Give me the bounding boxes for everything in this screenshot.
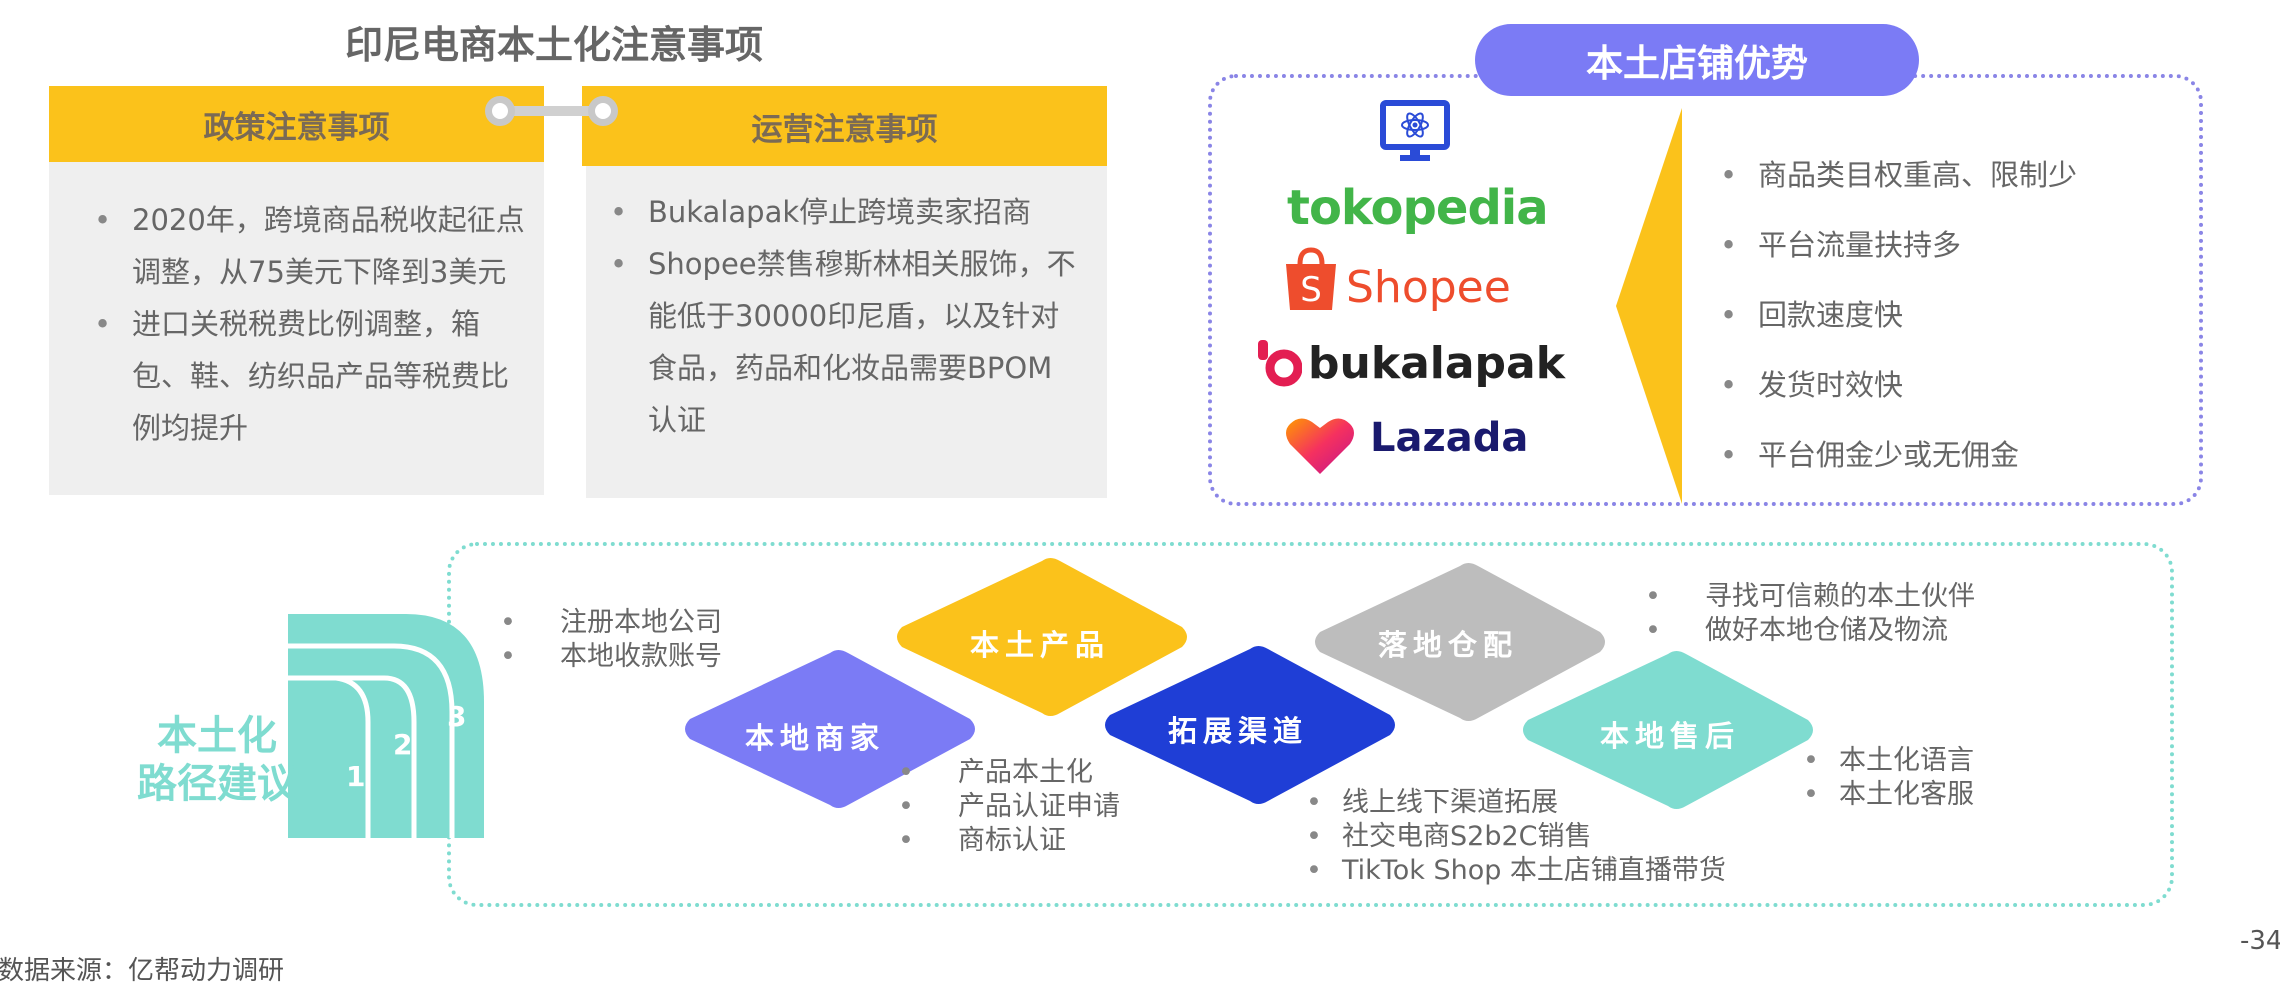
list-item: TikTok Shop 本土店铺直播带货 <box>1306 854 1726 888</box>
list-item: 本土化语言 <box>1803 744 1974 778</box>
advantages-list-wrap: 商品类目权重高、限制少 平台流量扶持多 回款速度快 发货时效快 平台佣金少或无佣… <box>1720 140 2077 490</box>
list-item: 商标认证 <box>898 824 1120 858</box>
operation-panel: Bukalapak停止跨境卖家招商 Shopee禁售穆斯林相关服饰，不能低于30… <box>586 166 1107 498</box>
list-item: 本地收款账号 <box>500 640 722 674</box>
list-item: 产品认证申请 <box>898 790 1120 824</box>
diamond-aftersale <box>1523 651 1813 809</box>
list-item: 回款速度快 <box>1720 280 2077 350</box>
step-merchant-label: 本地商家 <box>745 721 886 755</box>
policy-heading-label: 政策注意事项 <box>203 109 390 146</box>
list-item: 商品类目权重高、限制少 <box>1720 140 2077 210</box>
list-item: 线上线下渠道拓展 <box>1306 786 1726 820</box>
diamond-warehouse <box>1315 563 1605 721</box>
path-title: 本土化 路径建议 <box>132 712 302 808</box>
list-item: 本土化客服 <box>1803 778 1974 812</box>
list-item: 寻找可信赖的本土伙伴 <box>1645 580 1975 614</box>
binder-clip-right <box>588 96 618 126</box>
path-title-line1: 本土化 <box>157 713 277 759</box>
road-number-1: 1 <box>346 760 366 793</box>
advantages-arrow <box>1616 108 1682 504</box>
step-aftersale-label: 本地售后 <box>1600 719 1741 753</box>
list-item: 发货时效快 <box>1720 350 2077 420</box>
list-item: 进口关税税费比例调整，箱包、鞋、纺织品产品等税费比例均提升 <box>94 298 534 454</box>
policy-list: 2020年，跨境商品税收起征点调整，从75美元下降到3美元 进口关税税费比例调整… <box>94 194 534 454</box>
advantages-title-label: 本土店铺优势 <box>1586 42 1808 85</box>
merchant-list: 注册本地公司 本地收款账号 <box>500 606 722 674</box>
list-item: Bukalapak停止跨境卖家招商 <box>610 186 1080 238</box>
page-title: 印尼电商本土化注意事项 <box>345 23 764 67</box>
policy-panel: 2020年，跨境商品税收起征点调整，从75美元下降到3美元 进口关税税费比例调整… <box>49 162 544 495</box>
advantages-title: 本土店铺优势 <box>1475 24 1919 96</box>
bukalapak-logo: bukalapak <box>1308 338 1565 389</box>
svg-text:S: S <box>1300 270 1322 310</box>
policy-heading: 政策注意事项 <box>49 86 544 162</box>
step-channel-label: 拓展渠道 <box>1168 714 1309 748</box>
list-item: 社交电商S2b2C销售 <box>1306 820 1726 854</box>
source-note: 数据来源：亿帮动力调研 <box>0 956 285 986</box>
warehouse-list: 寻找可信赖的本土伙伴 做好本地仓储及物流 <box>1645 580 1975 648</box>
list-item: 注册本地公司 <box>500 606 722 640</box>
road-icon <box>288 614 484 838</box>
list-item: 做好本地仓储及物流 <box>1645 614 1975 648</box>
lazada-heart-icon <box>1286 418 1354 474</box>
list-item: 2020年，跨境商品税收起征点调整，从75美元下降到3美元 <box>94 194 534 298</box>
lazada-logo: Lazada <box>1370 415 1529 461</box>
channel-list: 线上线下渠道拓展 社交电商S2b2C销售 TikTok Shop 本土店铺直播带… <box>1306 786 1726 888</box>
aftersale-list: 本土化语言 本土化客服 <box>1803 744 1974 812</box>
product-list: 产品本土化 产品认证申请 商标认证 <box>898 756 1120 858</box>
binder-clip-bar <box>498 106 602 116</box>
shopee-logo: Shopee <box>1346 262 1511 313</box>
monitor-atom-icon <box>1380 100 1450 161</box>
shopee-bag-icon: S <box>1286 247 1336 310</box>
bukalapak-mark-icon <box>1258 340 1302 387</box>
tokopedia-logo: tokopedia <box>1287 180 1549 236</box>
operation-heading: 运营注意事项 <box>582 86 1107 166</box>
binder-clip-left <box>485 96 515 126</box>
list-item: 平台流量扶持多 <box>1720 210 2077 280</box>
operation-heading-label: 运营注意事项 <box>751 111 938 148</box>
list-item: Shopee禁售穆斯林相关服饰，不能低于30000印尼盾，以及针对食品，药品和化… <box>610 238 1080 446</box>
advantages-list: 商品类目权重高、限制少 平台流量扶持多 回款速度快 发货时效快 平台佣金少或无佣… <box>1720 140 2077 490</box>
path-title-line2: 路径建议 <box>137 761 297 807</box>
list-item: 平台佣金少或无佣金 <box>1720 420 2077 490</box>
road-number-2: 2 <box>393 728 413 761</box>
step-product-label: 本土产品 <box>970 628 1111 662</box>
road-number-3: 3 <box>447 700 467 733</box>
diamond-product <box>897 558 1187 716</box>
step-warehouse-label: 落地仓配 <box>1378 628 1519 662</box>
list-item: 产品本土化 <box>898 756 1120 790</box>
diamond-channel <box>1105 646 1395 804</box>
operation-list: Bukalapak停止跨境卖家招商 Shopee禁售穆斯林相关服饰，不能低于30… <box>610 186 1080 446</box>
page-number: -34 <box>2240 926 2280 956</box>
